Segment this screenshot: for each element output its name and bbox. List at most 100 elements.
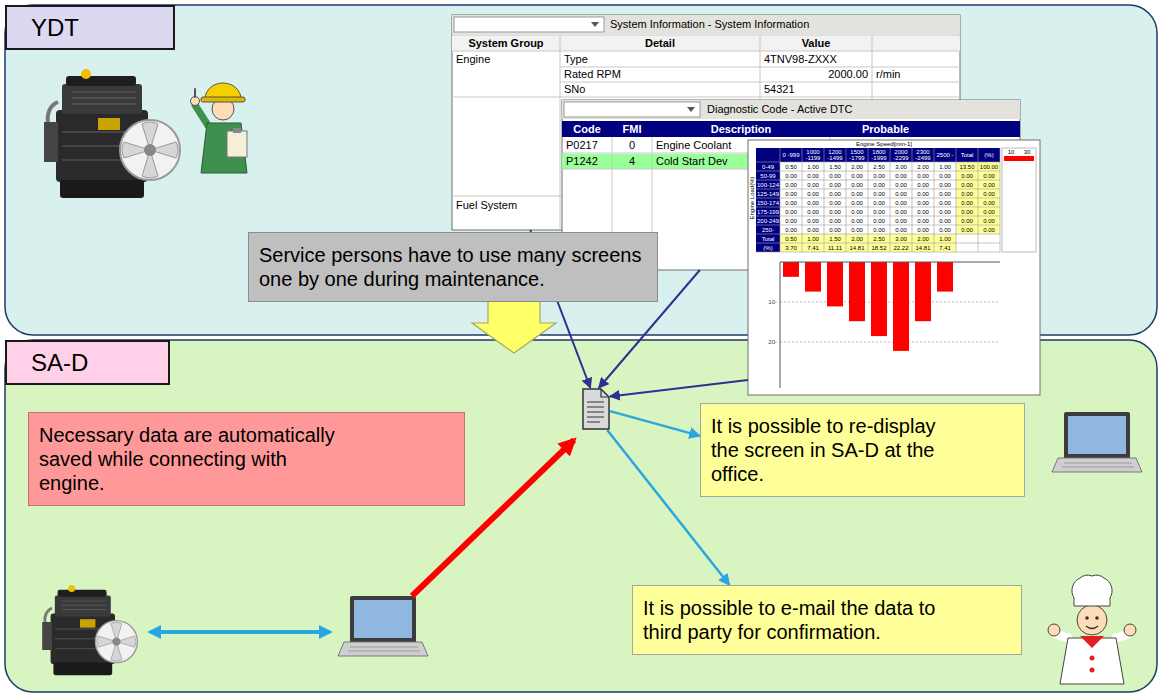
table-cell: 0.00 [890,189,912,198]
table-cell: 0.00 [956,189,978,198]
table-cell: 0.00 [824,216,846,225]
table-cell: 2000 -2299 [890,148,912,162]
table-cell: 0.00 [978,207,1000,216]
screen-window [562,121,1020,137]
table-cell: 0.00 [780,189,802,198]
table-cell: 20- [756,338,777,346]
table-cell: 0.00 [912,189,934,198]
file-outline [583,389,609,429]
table-cell: 0.00 [780,198,802,207]
table-cell: 0.00 [956,180,978,189]
laptop-picture [338,596,428,656]
table-cell: Detail [560,35,760,51]
table-cell: Type [564,52,754,67]
table-cell: 0.00 [956,207,978,216]
screen-window [452,35,960,51]
table-cell: 0.00 [890,180,912,189]
screen-window: Engine Speed[min-1]0 -9991000 -11991200 … [748,140,1040,395]
data-file-icon [582,388,610,430]
table-cell: 250- [756,225,780,234]
table-cell: Fuel System [456,198,556,213]
worker-picture [194,89,196,97]
table-cell: 2500 - [934,148,956,162]
screen-window [937,262,953,292]
table-cell: 4TNV98-ZXXX [764,52,868,67]
table-cell: Code [562,121,612,137]
table-cell: 0.00 [846,225,868,234]
table-cell: 54321 [764,82,868,97]
table-cell: 0.00 [780,180,802,189]
screen-window [591,22,599,27]
table-cell: 1.50 [824,162,846,171]
table-cell: 0-49 [756,162,780,171]
table-cell: 0.00 [868,207,890,216]
table-cell: 1.00 [802,162,824,171]
table-cell: SNo [564,82,754,97]
table-cell: 1.00 [934,162,956,171]
table-cell: 0.00 [956,198,978,207]
table-cell: 100-124 [756,180,780,189]
screen-window [780,302,1000,342]
table-cell: 1.00 [934,234,956,243]
worker-picture [191,83,248,173]
callout-box: It is possible to e-mail the data to thi… [632,585,1022,655]
table-cell: 3.70 [780,243,802,252]
table-cell: 11.11 [824,243,846,252]
table-cell: 2.00 [846,234,868,243]
screen-window [783,262,799,277]
table-cell: 0.00 [934,207,956,216]
screen-window [562,100,1020,119]
table-cell: 18.52 [868,243,890,252]
screen-window [1004,156,1034,161]
table-cell: 0.00 [956,216,978,225]
table-cell: 0.00 [846,180,868,189]
chef-picture [1085,616,1089,620]
table-cell: 2.00 [846,162,868,171]
window-title: System Information - System Information [610,16,950,33]
section-tab: YDT [5,5,175,50]
table-cell: 0 -999 [780,148,802,162]
screen-window [805,262,821,292]
chef-picture [1077,605,1107,635]
table-cell: 0.00 [846,207,868,216]
note-text: It is possible to e-mail the data to thi… [643,596,953,644]
chef-picture [1080,636,1104,648]
screen-window [452,15,960,34]
flow-arrow [610,411,700,436]
file-outline [601,389,609,397]
table-cell: 0.00 [846,171,868,180]
screen-window [871,262,887,336]
table-cell: 22.22 [890,243,912,252]
table-cell: 0.00 [934,180,956,189]
table-cell: 0.50 [780,162,802,171]
table-cell: 0.00 [802,198,824,207]
table-cell: 0.00 [846,216,868,225]
table-cell: 0.50 [780,234,802,243]
screen-window [564,102,700,117]
chef-picture [1072,575,1112,606]
table-cell: 0.00 [868,225,890,234]
table-cell: 0 [612,138,652,153]
table-cell: 0.00 [780,216,802,225]
screen-window [756,148,1000,162]
note-text: Service persons have to use many screens… [259,243,647,291]
section-tab: SA-D [5,340,170,385]
table-cell: 0.00 [868,171,890,180]
table-cell: 0.00 [912,207,934,216]
table-cell: r/min [876,67,956,82]
table-cell: Total [956,148,978,162]
table-cell: 2300 -2499 [912,148,934,162]
table-cell: 0.00 [934,216,956,225]
table-cell: 0.00 [956,171,978,180]
table-cell: P1242 [566,154,610,169]
table-cell: 50-99 [756,171,780,180]
table-cell: 0.00 [912,225,934,234]
table-cell: 0.00 [890,198,912,207]
table-cell: 100.00 [978,162,1000,171]
table-cell: 0.00 [780,171,802,180]
table-cell: 0.00 [802,171,824,180]
table-cell: 7.41 [934,243,956,252]
table-cell: 0.00 [956,225,978,234]
table-cell: 0.00 [780,207,802,216]
